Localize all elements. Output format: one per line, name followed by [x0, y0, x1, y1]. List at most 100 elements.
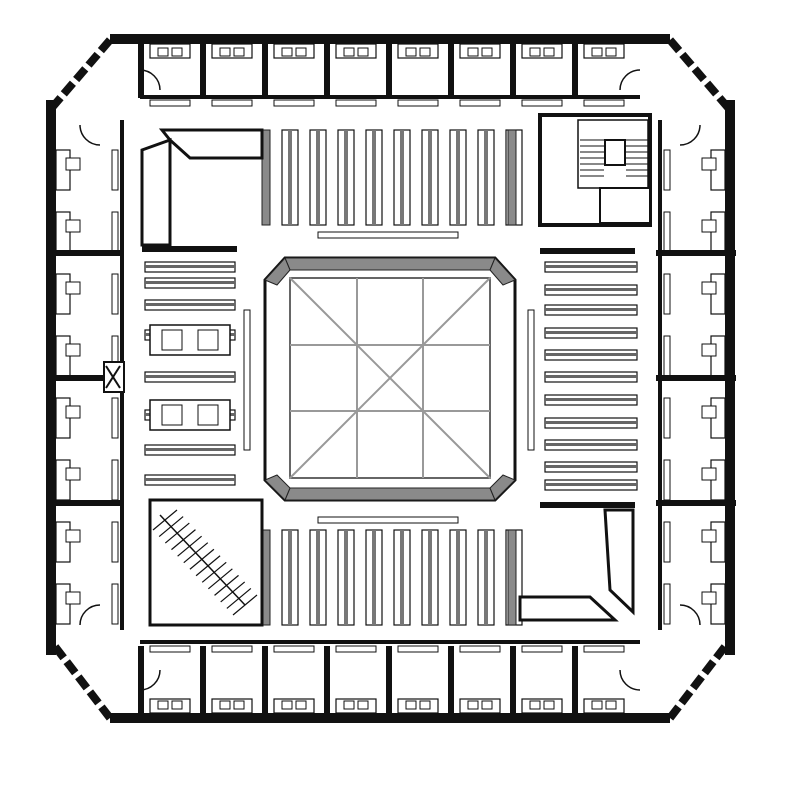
carrel-seat: [219, 47, 231, 57]
carrel-bottom: [273, 698, 315, 714]
stack-divider: [145, 303, 235, 306]
wall-shelf: [397, 645, 439, 653]
stack-divider: [545, 308, 637, 311]
column: [324, 38, 330, 98]
wall-shelf: [459, 645, 501, 653]
carrel-seat: [591, 47, 603, 57]
column: [200, 38, 206, 98]
stack-divider: [428, 530, 432, 625]
stack-divider: [545, 353, 637, 356]
stack-divider: [400, 530, 404, 625]
carrel-seat: [543, 700, 555, 710]
skylight-grid: [289, 277, 491, 479]
wall-shelf: [335, 99, 377, 107]
wall-shelf: [663, 211, 671, 253]
wall-shelf: [111, 273, 119, 315]
doors: [79, 69, 701, 691]
carrel-bottom: [521, 698, 563, 714]
carrel-bottom: [335, 698, 377, 714]
column: [138, 38, 144, 98]
wall-shelf: [663, 397, 671, 439]
carrel-seat: [701, 467, 717, 481]
carrel-seat: [481, 47, 493, 57]
carrel-seat: [65, 281, 81, 295]
wall-shelf: [583, 645, 625, 653]
stair-north-east: [538, 113, 652, 227]
carrel-seat: [529, 47, 541, 57]
stack-divider: [545, 288, 637, 291]
carrel-seat: [233, 47, 245, 57]
carrel-seat: [701, 343, 717, 357]
wall-shelf: [521, 99, 563, 107]
carrel-seat: [343, 47, 355, 57]
stack-end: [261, 129, 271, 226]
wall-shelf: [211, 645, 253, 653]
carrel-seat: [701, 157, 717, 171]
west-stacks: [144, 261, 236, 486]
chair: [161, 329, 183, 351]
partition: [656, 250, 736, 256]
carrel-seat: [171, 700, 183, 710]
carrel-seat: [419, 47, 431, 57]
carrel-seat: [701, 591, 717, 605]
stair-south-west: [148, 498, 264, 627]
stack-divider: [484, 530, 488, 625]
stack-divider: [456, 530, 460, 625]
stack-divider: [344, 130, 348, 225]
wall-shelf: [521, 645, 563, 653]
column: [448, 38, 454, 98]
stack-divider: [545, 375, 637, 378]
carrel-seat: [467, 700, 479, 710]
wall-shelf: [111, 521, 119, 563]
stack-divider: [545, 421, 637, 424]
carrel-top: [583, 43, 625, 59]
column: [448, 646, 454, 716]
carrel-seat: [65, 343, 81, 357]
chair: [197, 404, 219, 426]
stack-divider: [484, 130, 488, 225]
carrel-seat: [605, 47, 617, 57]
stack-divider: [456, 130, 460, 225]
wall-shelf: [111, 211, 119, 253]
column: [262, 38, 268, 98]
carrel-top: [459, 43, 501, 59]
carrel-top: [211, 43, 253, 59]
stack-end: [507, 529, 517, 626]
wall-shelf: [335, 645, 377, 653]
stack-divider: [545, 483, 637, 486]
carrel-seat: [157, 47, 169, 57]
wall-shelf: [583, 99, 625, 107]
carrel-seat: [171, 47, 183, 57]
carrel-bottom: [459, 698, 501, 714]
wall-shelf: [111, 149, 119, 191]
column: [324, 646, 330, 716]
carrel-seat: [405, 700, 417, 710]
carrel-seat: [357, 47, 369, 57]
stack-divider: [545, 265, 637, 268]
atrium: [243, 231, 535, 524]
column: [262, 646, 268, 716]
carrel-seat: [701, 529, 717, 543]
carrel-seat: [605, 700, 617, 710]
stack-divider: [145, 281, 235, 284]
east-stacks: [544, 261, 638, 491]
partition: [46, 375, 124, 381]
south-stacks: [261, 529, 523, 626]
stack-divider: [545, 398, 637, 401]
stack-divider: [344, 530, 348, 625]
wall-shelf: [273, 99, 315, 107]
stack-divider: [316, 530, 320, 625]
wall-shelf: [273, 645, 315, 653]
stack-divider: [145, 375, 235, 378]
column: [572, 646, 578, 716]
carrel-seat: [343, 700, 355, 710]
north-stacks: [261, 129, 523, 226]
wall-shelf: [663, 273, 671, 315]
carrel-seat: [543, 47, 555, 57]
corner-walls: [140, 128, 635, 622]
carrel-top: [397, 43, 439, 59]
column: [510, 38, 516, 98]
wall-shelf: [397, 99, 439, 107]
partition: [656, 375, 736, 381]
